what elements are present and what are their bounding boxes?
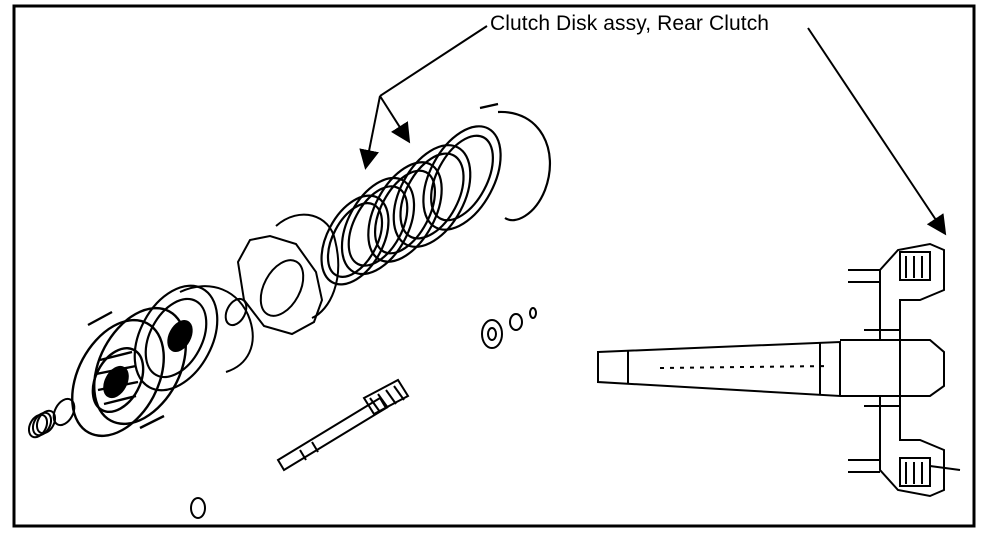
leader-lines [359,25,947,236]
input-shaft [276,378,410,472]
clutch-drum [71,306,187,438]
snap-ring [275,213,340,319]
thrust-washer [190,307,537,519]
sectional-view [597,242,961,498]
frame-border [12,4,976,528]
o-ring [224,297,248,327]
washer-ring [52,397,76,427]
clutch-disks [320,102,551,286]
callout-label: Clutch Disk assy, Rear Clutch [490,12,770,35]
return-spring [179,285,254,373]
retainer-plate [236,234,324,336]
small-spring [27,409,57,439]
